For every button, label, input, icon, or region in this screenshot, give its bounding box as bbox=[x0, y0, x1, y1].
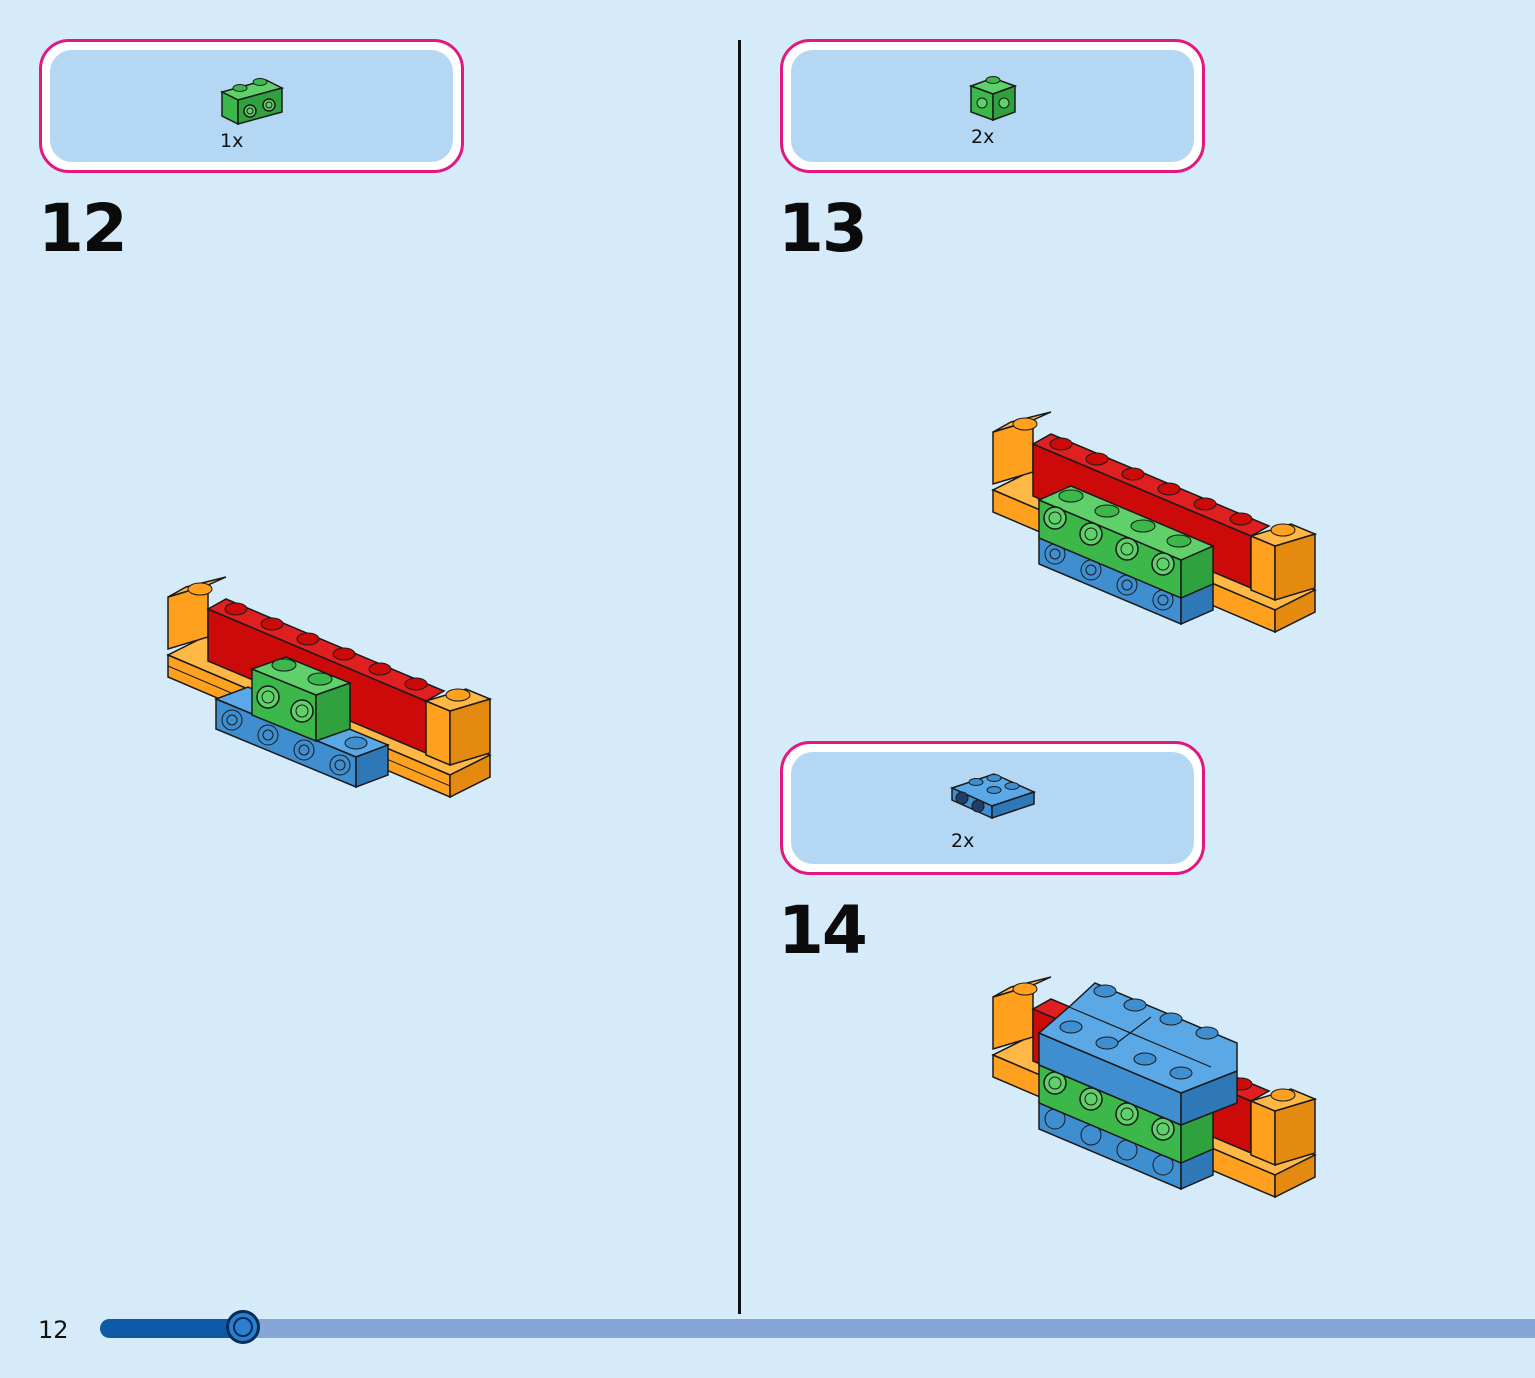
parts-callout-panel: 2x bbox=[791, 752, 1194, 864]
part-quantity: 2x bbox=[951, 830, 975, 852]
green-brick-1x1-with-side-studs-icon bbox=[968, 76, 1017, 122]
progress-bar bbox=[100, 1310, 1535, 1344]
step-number: 12 bbox=[38, 190, 128, 267]
step-14-model-illustration bbox=[991, 976, 1318, 1199]
step-number: 14 bbox=[778, 892, 868, 969]
step-12-model-illustration bbox=[166, 576, 493, 799]
part-quantity: 2x bbox=[971, 126, 995, 148]
parts-callout-panel: 2x bbox=[791, 50, 1194, 162]
progress-bar-fill bbox=[100, 1319, 244, 1338]
part-quantity: 1x bbox=[220, 130, 244, 152]
parts-callout-step-12: 1x bbox=[39, 39, 464, 173]
blue-plate-2x2-with-side-studs-icon bbox=[949, 773, 1036, 820]
step-13-model-illustration bbox=[991, 411, 1318, 634]
step-number: 13 bbox=[778, 190, 868, 267]
parts-callout-step-13: 2x bbox=[780, 39, 1205, 173]
parts-callout-step-14: 2x bbox=[780, 741, 1205, 875]
column-divider bbox=[738, 40, 741, 1314]
green-brick-1x2-with-side-studs-icon bbox=[219, 78, 284, 126]
progress-knob bbox=[226, 1310, 260, 1344]
parts-callout-panel: 1x bbox=[50, 50, 453, 162]
page-number: 12 bbox=[38, 1316, 69, 1344]
